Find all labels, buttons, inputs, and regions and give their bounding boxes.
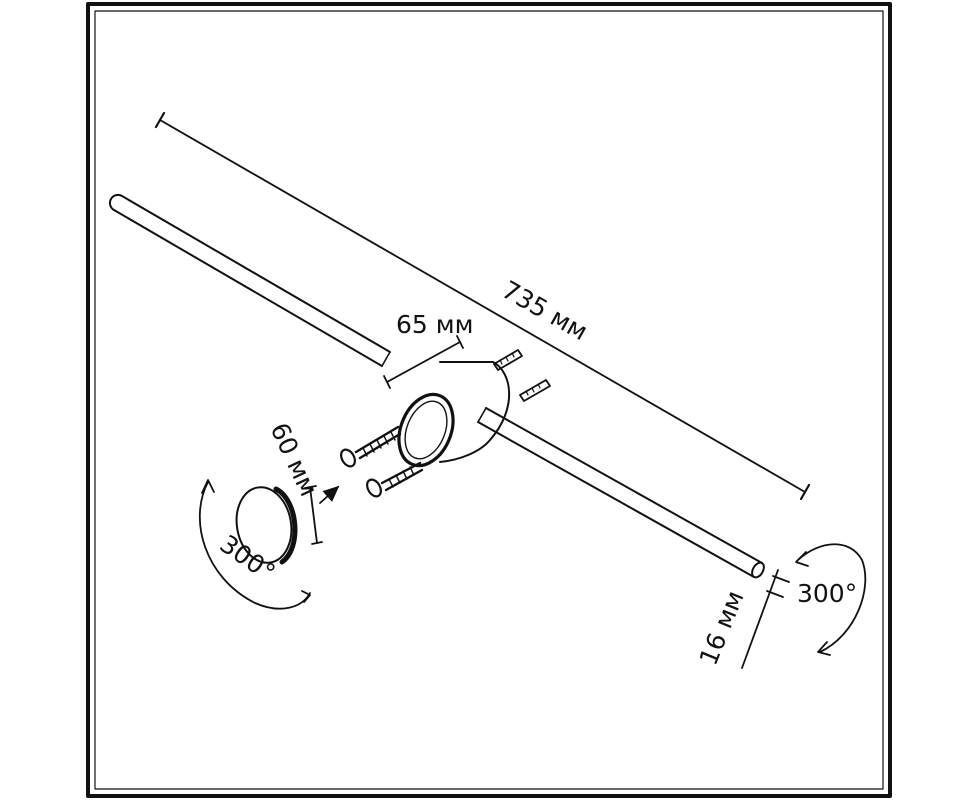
- wall-plug-upper: [493, 349, 523, 371]
- right-rotation-label: 300°: [797, 579, 857, 608]
- lamp-tube: [108, 193, 765, 579]
- mount-diameter-dimension: [304, 485, 340, 545]
- left-rotation-arrow-icon: [199, 479, 311, 610]
- length-dimension-line: [154, 111, 811, 501]
- screw-upper: [340, 425, 402, 468]
- length-label: 735 мм: [497, 275, 593, 346]
- mount-width-dimension: [383, 335, 464, 389]
- tube-diameter-label: 16 мм: [694, 587, 750, 670]
- mount-disc: [235, 486, 298, 565]
- mount-width-label: 65 мм: [396, 310, 473, 339]
- tube-diameter-dimension: [741, 569, 790, 669]
- mount-diameter-label: 60 мм: [265, 418, 324, 500]
- screw-lower: [366, 461, 424, 498]
- right-rotation-arrow-icon: [795, 543, 867, 656]
- frame-border: [86, 2, 892, 798]
- wall-mount-cylinder: [397, 361, 511, 468]
- wall-plug-lower: [519, 379, 551, 402]
